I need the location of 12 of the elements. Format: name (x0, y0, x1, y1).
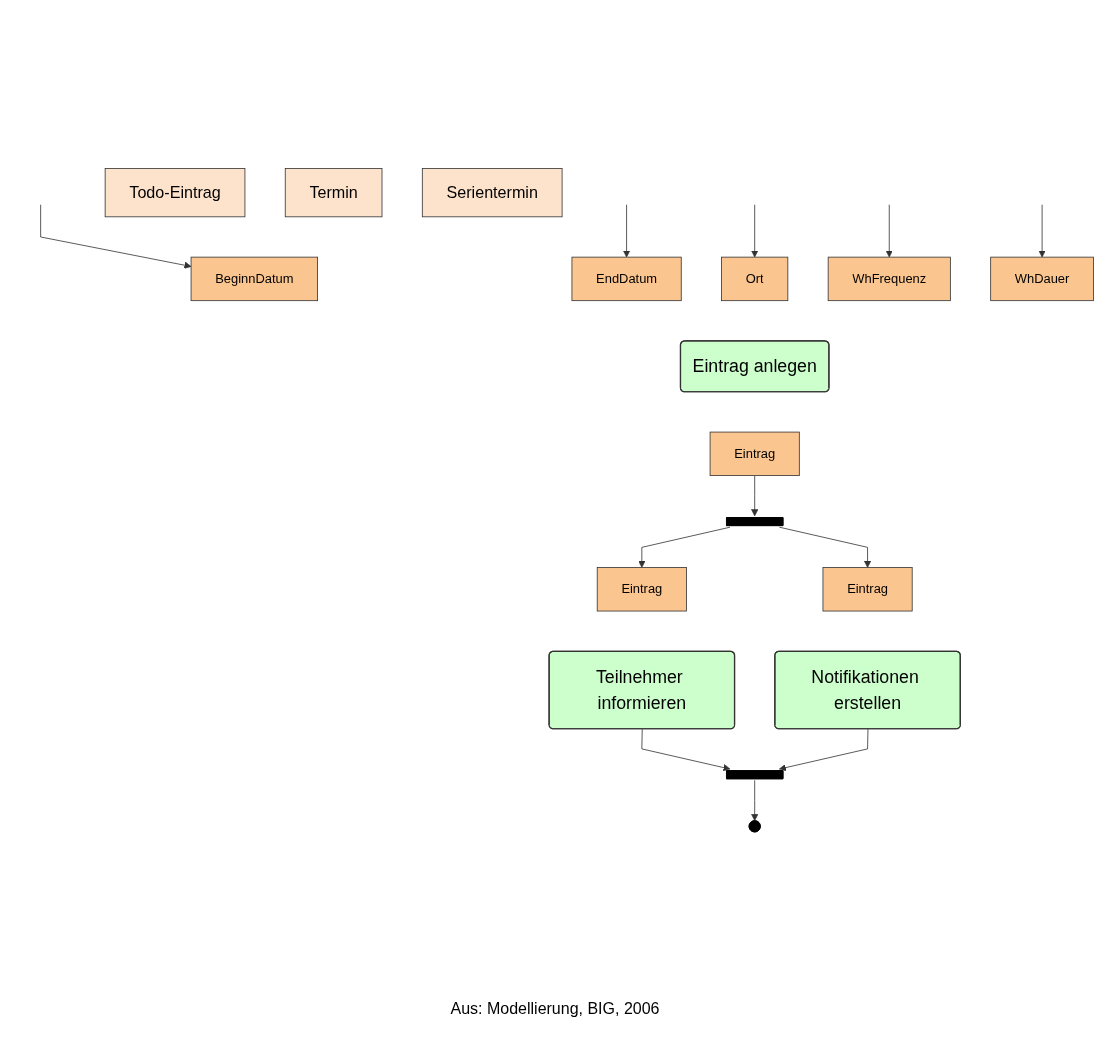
node-box: Eintrag (822, 566, 913, 612)
node-box: Serientermin (421, 167, 563, 218)
node-box: Eintrag (709, 431, 800, 476)
node-box: Termin (284, 167, 383, 218)
node-box: Todo-Eintrag (104, 167, 246, 218)
node-box: BeginnDatum (190, 256, 318, 301)
node-box: WhFrequenz (827, 256, 951, 301)
node-box: Ort (721, 256, 789, 301)
node-box: WhDauer (990, 256, 1094, 301)
node-box: EndDatum (571, 256, 682, 301)
node-box: Eintrag (596, 566, 687, 612)
caption: Aus: Modellierung, BIG, 2006 (449, 1000, 661, 1018)
